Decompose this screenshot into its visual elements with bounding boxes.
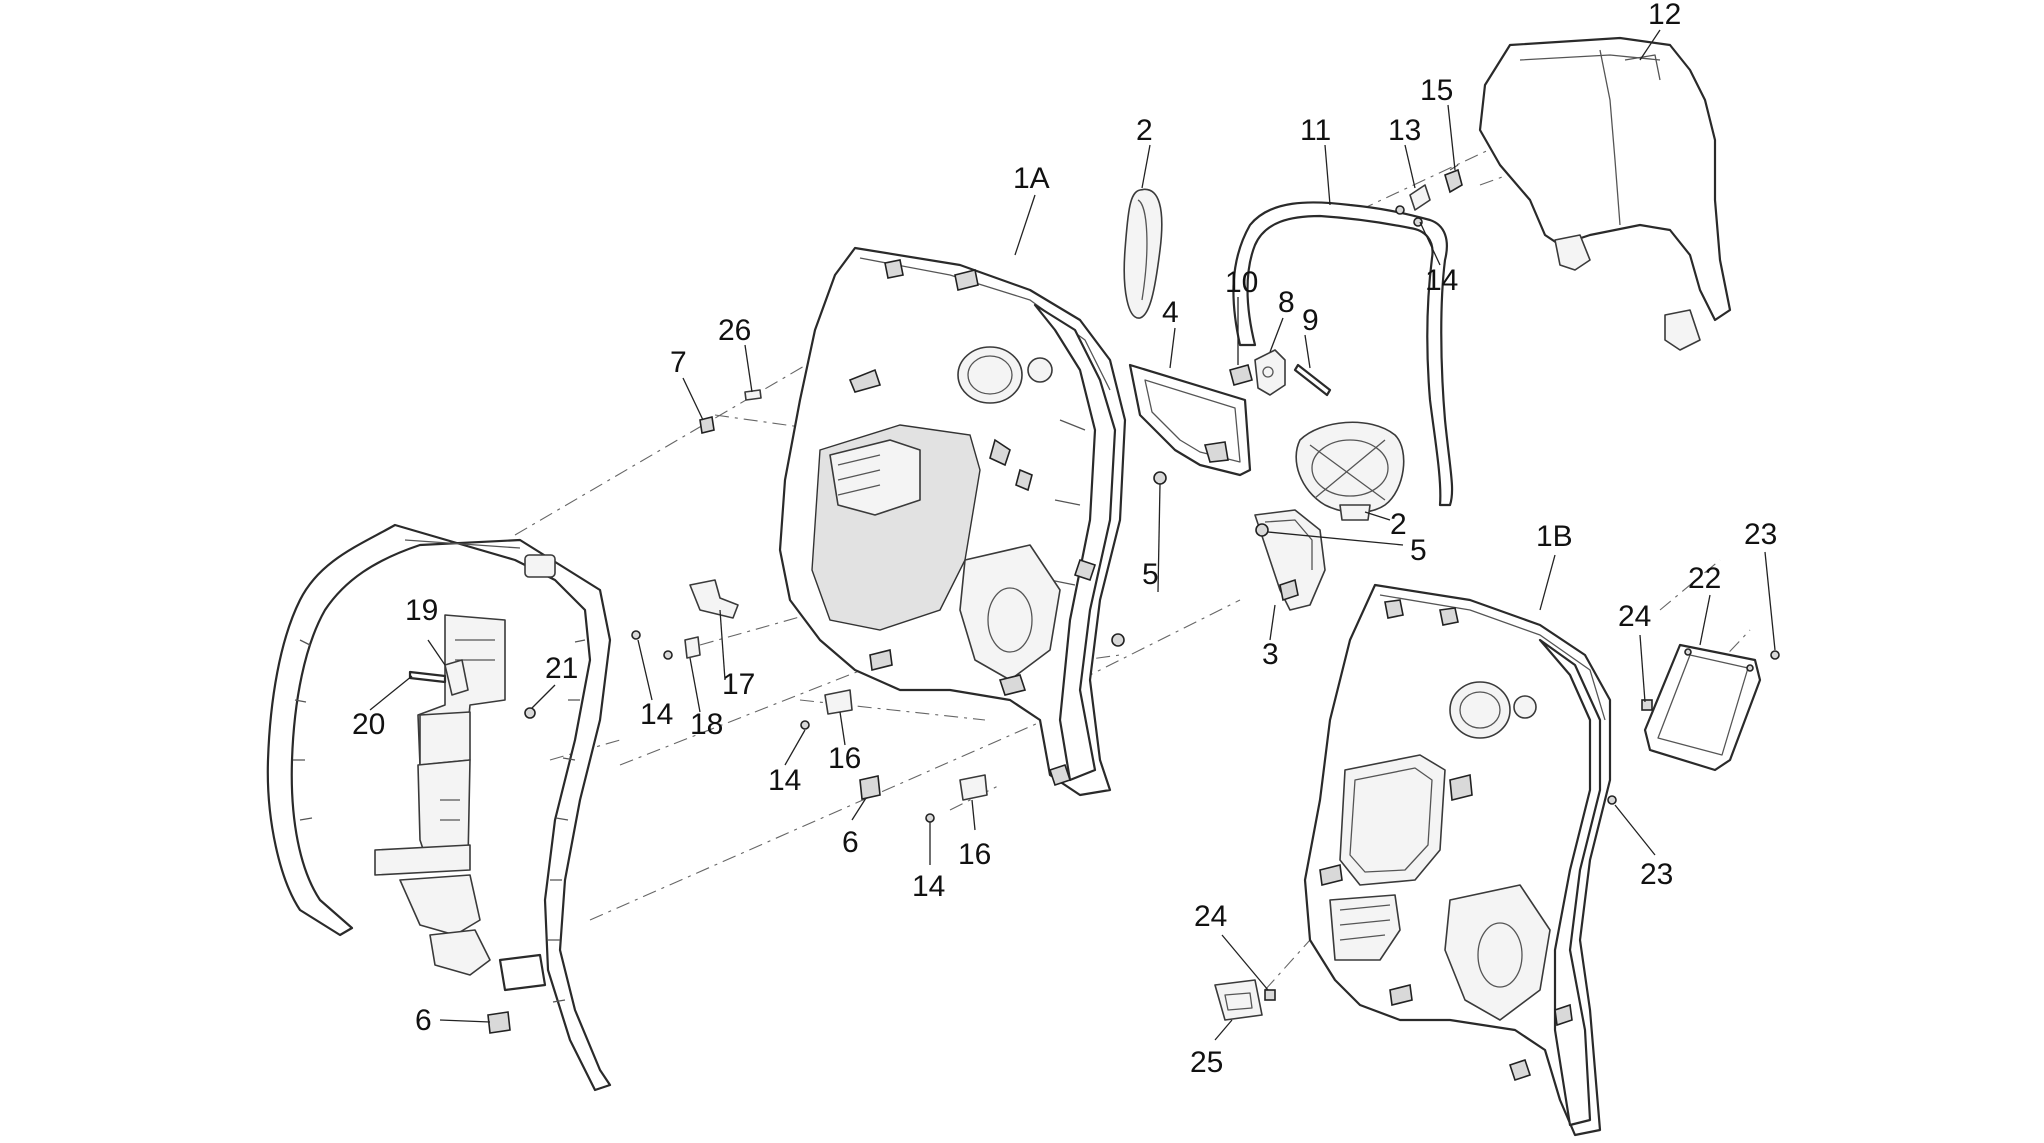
- clip-6a: [859, 775, 881, 800]
- nut-24b: [1264, 989, 1276, 1001]
- callout-26: 26: [718, 314, 751, 347]
- callout-24-bottom: 24: [1194, 900, 1227, 933]
- bolt-20: [408, 670, 447, 684]
- bolt-19: [444, 659, 469, 696]
- clip-16b: [959, 774, 988, 801]
- screw-23b: [1607, 795, 1617, 805]
- clip-18: [684, 636, 701, 659]
- clip-6b: [487, 1011, 511, 1034]
- screw-14-c: [800, 720, 810, 730]
- callout-7: 7: [670, 346, 687, 379]
- callout-25: 25: [1190, 1046, 1223, 1079]
- callout-5-left: 5: [1142, 558, 1159, 591]
- callout-22: 22: [1688, 562, 1721, 595]
- plate-25[interactable]: [1214, 979, 1263, 1021]
- callout-23-top: 23: [1744, 518, 1777, 551]
- bracket-17: [689, 579, 739, 619]
- callout-13: 13: [1388, 114, 1421, 147]
- screw-5b: [1111, 633, 1125, 647]
- callout-24-top: 24: [1618, 600, 1651, 633]
- nut-21: [524, 707, 536, 719]
- clip-10[interactable]: [1229, 364, 1253, 386]
- trim-strip-11[interactable]: [1232, 201, 1454, 507]
- callout-11: 11: [1300, 114, 1331, 147]
- leader-lines: [369, 29, 1776, 1041]
- callout-6-bottom: 6: [415, 1004, 432, 1037]
- clip-16a: [824, 689, 853, 715]
- tab-26: [744, 389, 762, 401]
- clip-7: [699, 416, 715, 434]
- bracket-3[interactable]: [1254, 509, 1326, 611]
- callout-1b: 1B: [1536, 520, 1573, 553]
- screws-14-top[interactable]: [1395, 205, 1423, 227]
- glove-box-door-4[interactable]: [1128, 363, 1252, 477]
- screw-5c: [1255, 523, 1269, 537]
- callout-12: 12: [1648, 0, 1681, 31]
- callout-23-bottom: 23: [1640, 858, 1673, 891]
- latch-13[interactable]: [1409, 184, 1431, 211]
- rear-panel-12[interactable]: [1478, 36, 1732, 351]
- callout-14-bottom: 14: [912, 870, 945, 903]
- callout-2-mid: 2: [1390, 508, 1407, 541]
- callout-2-top: 2: [1136, 114, 1153, 147]
- pin-9[interactable]: [1293, 363, 1332, 397]
- callout-19: 19: [405, 594, 438, 627]
- inner-leg-shield-1a[interactable]: [778, 246, 1127, 797]
- callout-21: 21: [545, 652, 578, 685]
- callout-14-top: 14: [1425, 264, 1458, 297]
- oval-cover-2-top[interactable]: [1123, 188, 1163, 319]
- callout-4: 4: [1162, 296, 1179, 329]
- screw-14-b2: [663, 650, 673, 660]
- lock-8[interactable]: [1254, 349, 1286, 396]
- screw-5a: [1153, 471, 1167, 485]
- callout-1a: 1A: [1013, 162, 1050, 195]
- nut-24a: [1641, 699, 1653, 711]
- callout-6-mid: 6: [842, 826, 859, 859]
- callout-14-mid: 14: [768, 764, 801, 797]
- callout-18: 18: [690, 708, 723, 741]
- callout-17: 17: [722, 668, 755, 701]
- callout-labels: 12 15 13 11 2 1A 14 10 8 4 9 26 7 2 5 1B…: [352, 0, 1777, 1079]
- callout-8: 8: [1278, 286, 1295, 319]
- callout-5-right: 5: [1410, 534, 1427, 567]
- screw-14-d: [925, 813, 935, 823]
- callout-16-left: 16: [828, 742, 861, 775]
- callout-20: 20: [352, 708, 385, 741]
- spring-15[interactable]: [1444, 164, 1463, 194]
- leg-shield-frame[interactable]: [266, 523, 612, 1092]
- callout-9: 9: [1302, 304, 1319, 337]
- round-cap-2[interactable]: [1295, 421, 1405, 521]
- screw-23a: [1770, 650, 1780, 660]
- callout-10: 10: [1225, 266, 1258, 299]
- cover-plate-22[interactable]: [1643, 643, 1762, 772]
- callout-15: 15: [1420, 74, 1453, 107]
- hardware: [408, 389, 1780, 1034]
- screw-14-b1: [631, 630, 641, 640]
- inner-leg-shield-1b[interactable]: [1303, 583, 1612, 1137]
- callout-16-right: 16: [958, 838, 991, 871]
- callout-3: 3: [1262, 638, 1279, 671]
- callout-14-left: 14: [640, 698, 673, 731]
